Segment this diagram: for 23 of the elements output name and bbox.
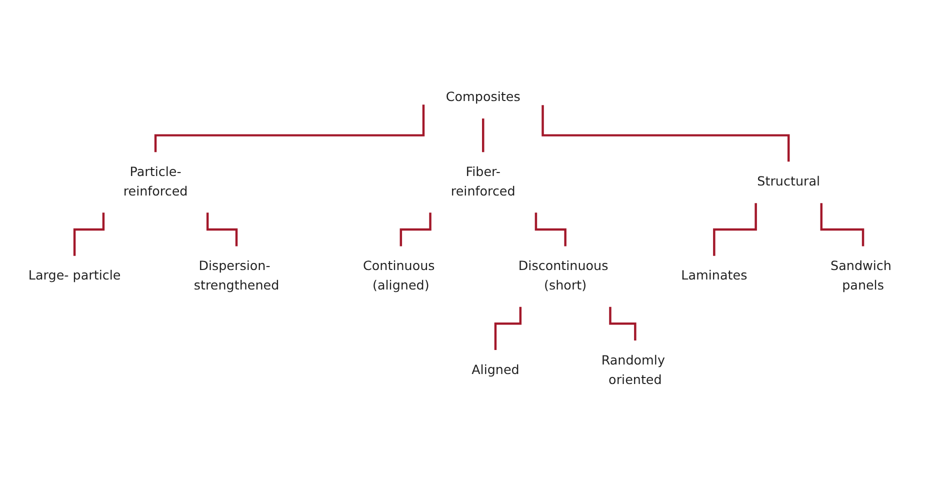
connector bbox=[73, 212, 105, 257]
node-text: Composites bbox=[446, 90, 520, 105]
connector bbox=[820, 203, 864, 248]
node-text: Dispersion- strengthened bbox=[194, 258, 280, 293]
connector bbox=[542, 105, 790, 163]
connector bbox=[494, 306, 522, 352]
node-text: Large- particle bbox=[28, 268, 121, 284]
connector bbox=[400, 212, 432, 248]
node-text: Sandwich panels bbox=[830, 258, 892, 293]
connector bbox=[154, 104, 425, 154]
node-text: Structural bbox=[757, 174, 820, 190]
node-text: Randomly oriented bbox=[601, 353, 665, 388]
connector bbox=[609, 306, 636, 342]
node-text: Particle-reinforced bbox=[123, 164, 188, 199]
connector bbox=[482, 118, 484, 154]
node-text: Discontinuous (short) bbox=[518, 258, 608, 293]
connector bbox=[534, 212, 566, 248]
node-text: Continuous (aligned) bbox=[363, 258, 435, 293]
connector bbox=[713, 203, 757, 257]
node-text: Fiber-reinforced bbox=[450, 164, 516, 199]
node-text: Aligned bbox=[472, 362, 520, 378]
connector bbox=[206, 212, 238, 248]
node-text: Laminates bbox=[681, 268, 748, 284]
